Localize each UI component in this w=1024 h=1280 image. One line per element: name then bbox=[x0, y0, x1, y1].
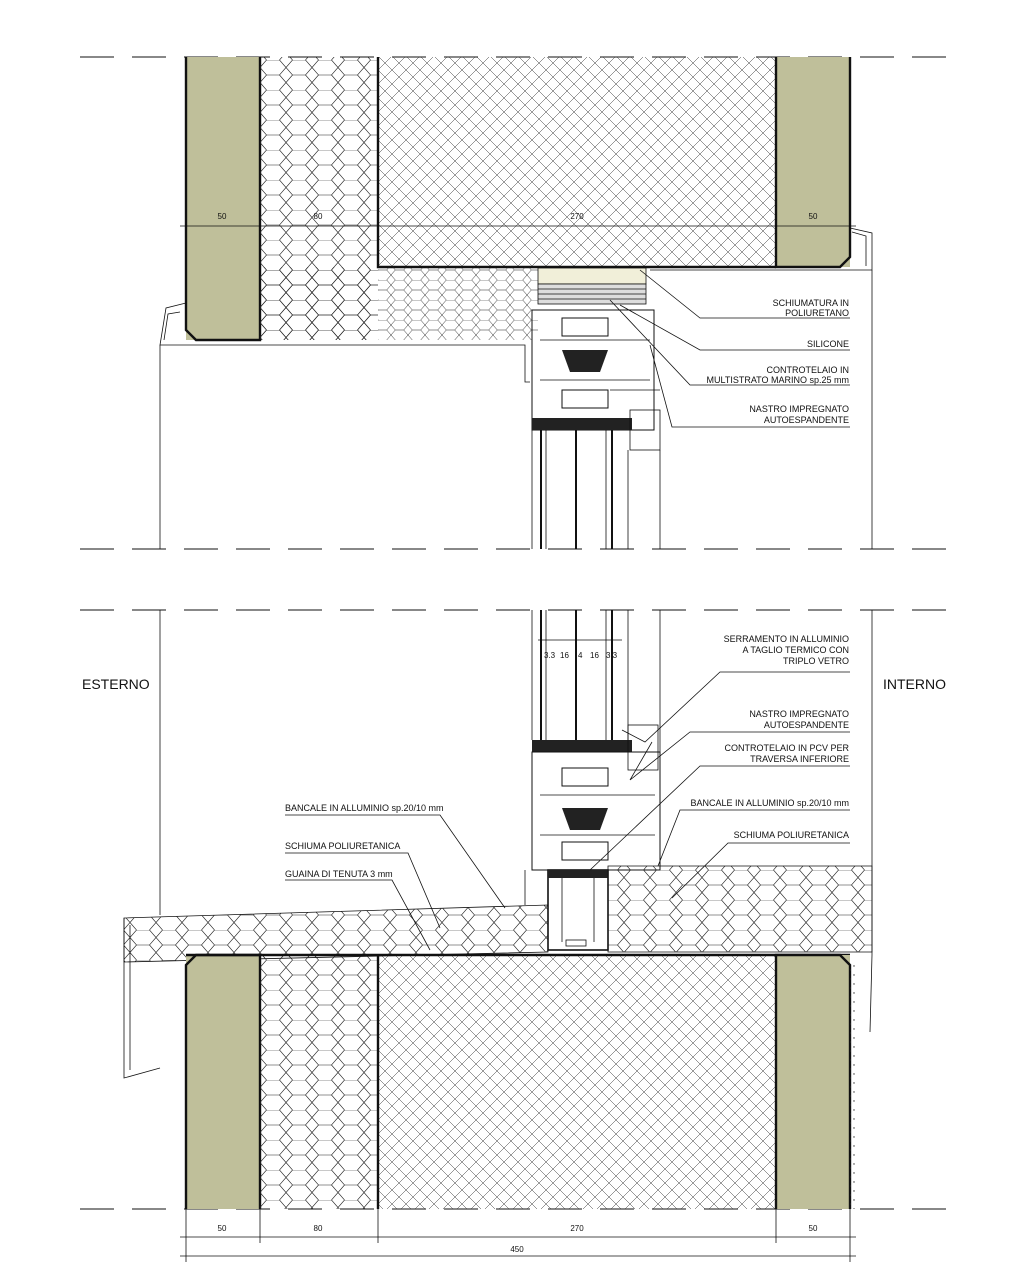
top-dim-4: 50 bbox=[809, 212, 818, 221]
label-nastro-b-l1: NASTRO IMPREGNATO bbox=[749, 709, 849, 719]
glass-dim-4: 16 bbox=[590, 651, 599, 660]
label-serramento-l3: TRIPLO VETRO bbox=[783, 656, 849, 666]
masonry-left-bottom bbox=[186, 955, 260, 1209]
interior-sill-foam bbox=[607, 865, 873, 953]
top-dim-3: 270 bbox=[570, 212, 584, 221]
core-wall-bottom bbox=[378, 955, 776, 1209]
top-dim-2: 80 bbox=[314, 212, 323, 221]
label-bancale-ext: BANCALE IN ALLUMINIO sp.20/10 mm bbox=[285, 803, 444, 813]
label-nastro-l1: NASTRO IMPREGNATO bbox=[749, 404, 849, 414]
glass-dim-1: 3.3 bbox=[544, 651, 556, 660]
triple-glazing-top bbox=[531, 430, 661, 549]
bottom-dim-total: 450 bbox=[510, 1245, 524, 1254]
label-schiumatura-l2: POLIURETANO bbox=[785, 308, 849, 318]
label-schiuma-ext: SCHIUMA POLIURETANICA bbox=[285, 841, 400, 851]
core-wall-top bbox=[378, 57, 776, 267]
label-bancale-int: BANCALE IN ALLUMINIO sp.20/10 mm bbox=[690, 798, 849, 808]
bottom-dimensions: 50 80 270 50 450 bbox=[180, 1209, 856, 1262]
masonry-right-bottom bbox=[776, 955, 850, 1209]
bottom-section: ESTERNO INTERNO 3.3 16 4 16 3.3 bbox=[80, 609, 955, 1262]
top-dim-1: 50 bbox=[218, 212, 227, 221]
foam-under-lintel bbox=[378, 267, 538, 340]
pvc-counterframe bbox=[547, 869, 609, 951]
glass-dim-5: 3.3 bbox=[606, 651, 618, 660]
window-frame-bottom bbox=[531, 724, 661, 871]
bottom-dim-4: 50 bbox=[809, 1224, 818, 1233]
label-serramento-l1: SERRAMENTO IN ALLUMINIO bbox=[724, 634, 849, 644]
bottom-dim-3: 270 bbox=[570, 1224, 584, 1233]
label-controtelaio-pcv-l2: TRAVERSA INFERIORE bbox=[750, 754, 849, 764]
label-nastro-l2: AUTOESPANDENTE bbox=[764, 415, 849, 425]
glass-dim-2: 16 bbox=[560, 651, 569, 660]
label-controtelaio-pcv-l1: CONTROTELAIO IN PCV PER bbox=[724, 743, 849, 753]
label-interno: INTERNO bbox=[883, 676, 946, 692]
label-guaina: GUAINA DI TENUTA 3 mm bbox=[285, 869, 393, 879]
masonry-left-top bbox=[186, 57, 260, 340]
triple-glazing-bottom bbox=[531, 610, 661, 865]
label-esterno: ESTERNO bbox=[82, 676, 150, 692]
label-schiuma-int: SCHIUMA POLIURETANICA bbox=[734, 830, 849, 840]
bottom-dim-1: 50 bbox=[218, 1224, 227, 1233]
insulation-left-bottom bbox=[260, 955, 378, 1209]
glass-dim-3: 4 bbox=[578, 651, 583, 660]
top-section: 50 80 270 50 bbox=[80, 56, 955, 550]
label-serramento-l2: A TAGLIO TERMICO CON bbox=[742, 645, 849, 655]
masonry-right-top bbox=[776, 57, 850, 267]
label-controtelaio-l2: MULTISTRATO MARINO sp.25 mm bbox=[706, 375, 849, 385]
bottom-dim-2: 80 bbox=[314, 1224, 323, 1233]
label-controtelaio-l1: CONTROTELAIO IN bbox=[766, 365, 849, 375]
label-silicone: SILICONE bbox=[807, 339, 849, 349]
label-nastro-b-l2: AUTOESPANDENTE bbox=[764, 720, 849, 730]
exterior-sill-foam bbox=[123, 904, 549, 963]
label-schiumatura-l1: SCHIUMATURA IN bbox=[773, 298, 849, 308]
window-frame-top bbox=[531, 309, 661, 451]
